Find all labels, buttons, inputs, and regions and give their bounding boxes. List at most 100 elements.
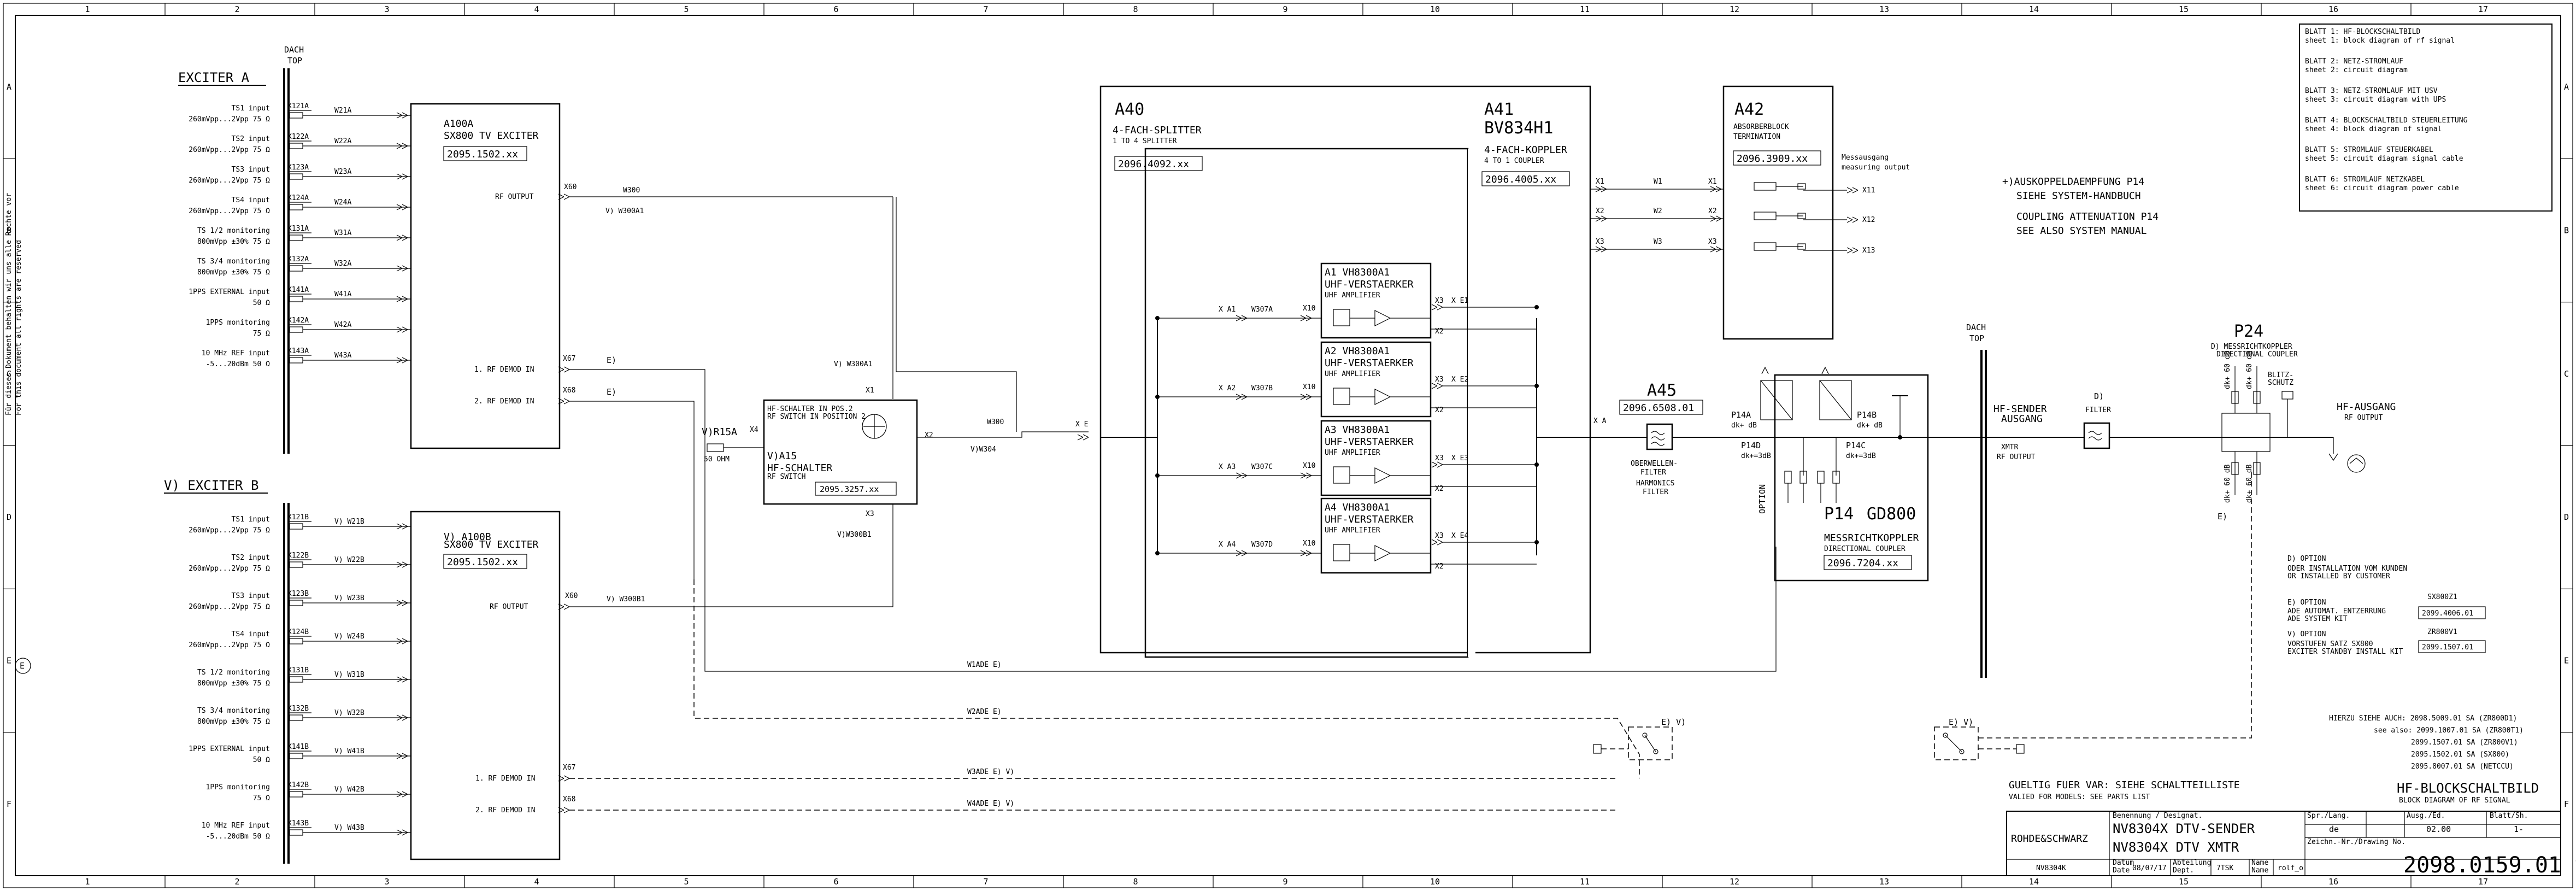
junction-dot: [1534, 305, 1539, 309]
filter-name-en: HARMONICS: [1636, 479, 1674, 488]
bnc-symbol: [289, 561, 303, 568]
bnc-symbol: [289, 143, 303, 149]
bnc-symbol: [289, 265, 303, 272]
switch-x4: X4: [750, 426, 758, 434]
switch-term-ohm: 50 OHM: [704, 455, 730, 464]
input-spec: -5...20dBm 50 Ω: [206, 360, 270, 368]
col-number-top: 9: [1283, 4, 1287, 14]
input-connector: X143B: [287, 819, 309, 828]
switch-unit-id: V)A15: [767, 450, 797, 462]
amp-name: UHF-VERSTAERKER: [1325, 514, 1414, 525]
option-label: OPTION: [1757, 484, 1767, 514]
zeichn-label: Zeichn.-Nr./Drawing No.: [2307, 838, 2406, 846]
amp-x10: X10: [1303, 304, 1315, 313]
amp-cable: W307A: [1251, 306, 1273, 314]
input-name: TS1 input: [232, 515, 270, 524]
input-cable: V) W21B: [334, 518, 364, 526]
exciter-a-rf-cable: W300: [623, 186, 640, 195]
filter-unit-id: A45: [1647, 381, 1677, 400]
input-name: TS4 input: [232, 630, 270, 638]
filter-name: OBERWELLEN-: [1631, 460, 1678, 468]
input-name: TS 3/4 monitoring: [197, 257, 270, 266]
opt-e1: E) OPTION: [2287, 599, 2326, 607]
input-cable: V) W31B: [334, 671, 364, 679]
col-number-top: 6: [833, 4, 838, 14]
blitz-label: BLITZ-: [2268, 371, 2293, 379]
input-connector: X122B: [287, 552, 309, 560]
filter-symbol[interactable]: [1646, 423, 1673, 450]
row-letter-left: E: [7, 656, 11, 666]
input-connector: X123A: [287, 163, 309, 172]
exciter-b-rf-conn: X60: [565, 592, 578, 600]
input-cable: W31A: [334, 229, 351, 237]
absorber-unit[interactable]: [1722, 85, 1834, 340]
input-spec: 260mVpp...2Vpp 75 Ω: [189, 207, 270, 215]
output-dach: DACH: [1966, 323, 1986, 332]
switch-term: V)R15A: [702, 426, 737, 438]
input-cable: V) W43B: [334, 824, 364, 832]
absorber-cable: W2: [1654, 207, 1662, 215]
rf-switch-block: HF-SCHALTER IN POS.2 RF SWITCH IN POSITI…: [569, 196, 1089, 547]
abt-label: Abteilung: [2173, 859, 2211, 867]
amp-cable: W307B: [1251, 384, 1273, 392]
input-spec: 260mVpp...2Vpp 75 Ω: [189, 146, 270, 154]
blatt: 1-: [2514, 824, 2524, 834]
directional-coupler-p14: P14A dk+ dB P14B dk+ dB P14D dk+=3dB P14…: [1731, 366, 1929, 582]
dircoupler-part-no: 2096.7204.xx: [1827, 558, 1898, 569]
input-connector: X132B: [287, 705, 309, 713]
col-number-top: 4: [534, 4, 539, 14]
note-l4: SEE ALSO SYSTEM MANUAL: [2016, 225, 2147, 237]
col-number-top: 12: [1730, 4, 1739, 14]
col-number-bottom: 1: [85, 877, 90, 887]
output-filter-symbol[interactable]: [2083, 422, 2110, 449]
ae: 02.00: [2426, 824, 2451, 834]
note-l3: COUPLING ATTENUATION P14: [2016, 211, 2159, 222]
opt-e-part: 2099.4006.01: [2422, 609, 2473, 618]
input-connector: X121B: [287, 513, 309, 521]
absorber-cable: W1: [1654, 178, 1662, 186]
input-connector: X131B: [287, 666, 309, 675]
col-number-bottom: 7: [983, 877, 988, 887]
input-connector: X142B: [287, 781, 309, 789]
switch-in-b: V)W300B1: [837, 531, 872, 539]
sheet-index-de: BLATT 2: NETZ-STROMLAUF: [2305, 57, 2403, 66]
absorber-x-out: X13: [1862, 247, 1875, 255]
opt-v-part: 2099.1507.01: [2422, 643, 2473, 652]
p14d-label: P14D: [1741, 441, 1761, 450]
exciter-b-unit[interactable]: [410, 511, 561, 860]
input-connector: X143A: [287, 347, 309, 355]
amp-x3: X3: [1435, 532, 1444, 540]
amp-x2: X2: [1435, 562, 1444, 571]
amp-x10: X10: [1303, 462, 1315, 470]
row-letter-right: F: [2564, 799, 2569, 809]
absorber-coupler: [1797, 243, 1806, 250]
col-number-top: 10: [1430, 4, 1440, 14]
junction-dot: [1155, 316, 1160, 320]
splitter-part-no: 2096.4092.xx: [1118, 159, 1189, 170]
references: HIERZU SIEHE AUCH: 2098.5009.01 SA (ZR80…: [2329, 714, 2524, 771]
bnc-symbol: [289, 296, 303, 302]
rf-switch-unit[interactable]: [763, 399, 918, 505]
exciter-a-unit[interactable]: [410, 103, 561, 449]
output-d-filter: D): [2094, 391, 2104, 401]
bnc-symbol: [289, 638, 303, 644]
p24-label: P24: [2234, 322, 2263, 341]
row-letter-right: A: [2564, 82, 2569, 92]
col-number-bottom: 14: [2029, 877, 2039, 887]
exciter-b-demod1-conn: X67: [563, 764, 575, 772]
amp-name: UHF-VERSTAERKER: [1325, 436, 1414, 448]
ref-1: see also: 2099.1007.01 SA (ZR800T1): [2374, 726, 2524, 735]
switch-name: HF-SCHALTER: [767, 462, 832, 474]
model: NV8304K: [2036, 864, 2066, 872]
doc-title-en: BLOCK DIAGRAM OF RF SIGNAL: [2399, 796, 2510, 805]
exciter-a-demod1-conn: X67: [563, 355, 575, 363]
col-number-bottom: 6: [833, 877, 838, 887]
side-note-de: Für dieses Dokument behalten wir uns all…: [5, 193, 13, 415]
input-cable: V) W41B: [334, 747, 364, 755]
amp-x2: X2: [1435, 485, 1444, 493]
input-spec: 260mVpp...2Vpp 75 Ω: [189, 641, 270, 649]
input-name: TS2 input: [232, 135, 270, 143]
amp-x3: X3: [1435, 454, 1444, 462]
switch-name-en: RF SWITCH: [767, 473, 805, 481]
